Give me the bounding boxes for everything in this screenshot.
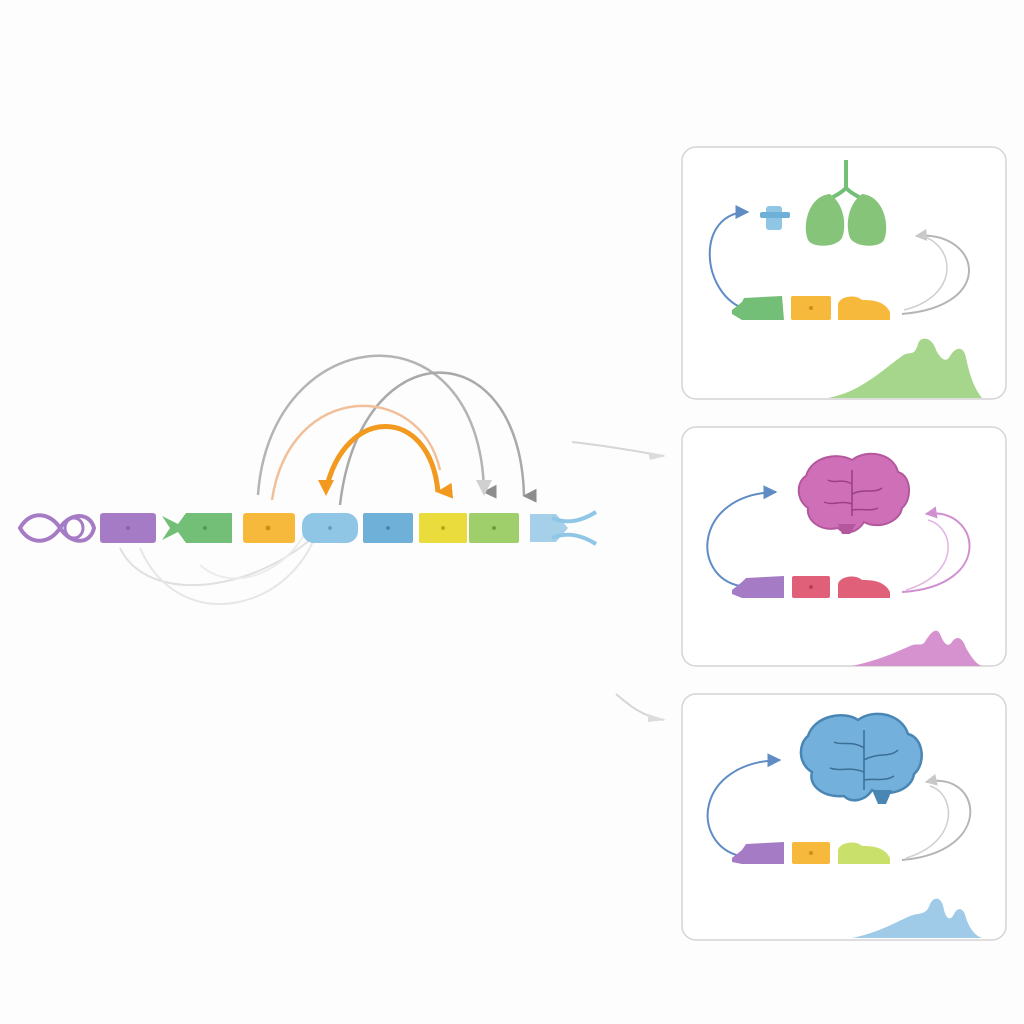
arc-faint-lower-1	[119, 519, 331, 587]
return-arc-outer	[901, 773, 972, 861]
brain-icon	[799, 712, 923, 804]
arc-peach	[270, 404, 442, 501]
green-fish-block	[162, 513, 232, 543]
arc-outer-gray	[256, 354, 497, 499]
return-arc-inner	[905, 519, 949, 591]
arrow-head-orange-left	[318, 480, 334, 496]
panel-frame	[681, 693, 1007, 941]
chain-shape-3	[838, 842, 890, 864]
activity-peak	[852, 630, 982, 666]
return-arc-inner	[905, 785, 950, 859]
panel-frame	[681, 426, 1007, 667]
panel-frame	[681, 146, 1007, 400]
connector-to-panel-3-tip	[648, 714, 666, 722]
return-arc-outer	[901, 229, 970, 315]
chain-shape-1	[732, 842, 784, 864]
arc-gray-right	[338, 371, 537, 506]
activity-peak	[852, 898, 982, 938]
chain-shape-3	[838, 296, 890, 320]
connector-to-panel-3	[615, 693, 665, 721]
regulatory-arrow	[706, 753, 782, 857]
interaction-arcs	[119, 354, 537, 605]
panel-lungs	[681, 146, 1007, 400]
arc-faint-lower-2	[139, 519, 321, 605]
receptor-icon	[760, 206, 790, 230]
arc-orange	[323, 424, 454, 499]
lungs-icon	[805, 160, 887, 246]
regulatory-arrow	[706, 485, 778, 587]
chain-shape-1	[732, 296, 784, 320]
regulatory-arrow	[708, 205, 750, 309]
chain-shape-3	[838, 576, 890, 598]
panel-brain-pink	[681, 426, 1007, 667]
chain-shape-1	[732, 576, 784, 598]
return-arc-outer	[901, 506, 971, 593]
purple-loop-glyph	[17, 513, 97, 543]
arrow-head-light-gray	[476, 480, 492, 496]
blue-tail-glyph	[530, 510, 598, 546]
connector-to-panel-2-tip	[648, 452, 666, 460]
sequence-track	[17, 510, 598, 546]
brain-icon	[797, 452, 910, 534]
panel-brain-blue	[681, 693, 1007, 941]
return-arc-inner	[903, 235, 948, 311]
activity-peak	[828, 338, 982, 398]
